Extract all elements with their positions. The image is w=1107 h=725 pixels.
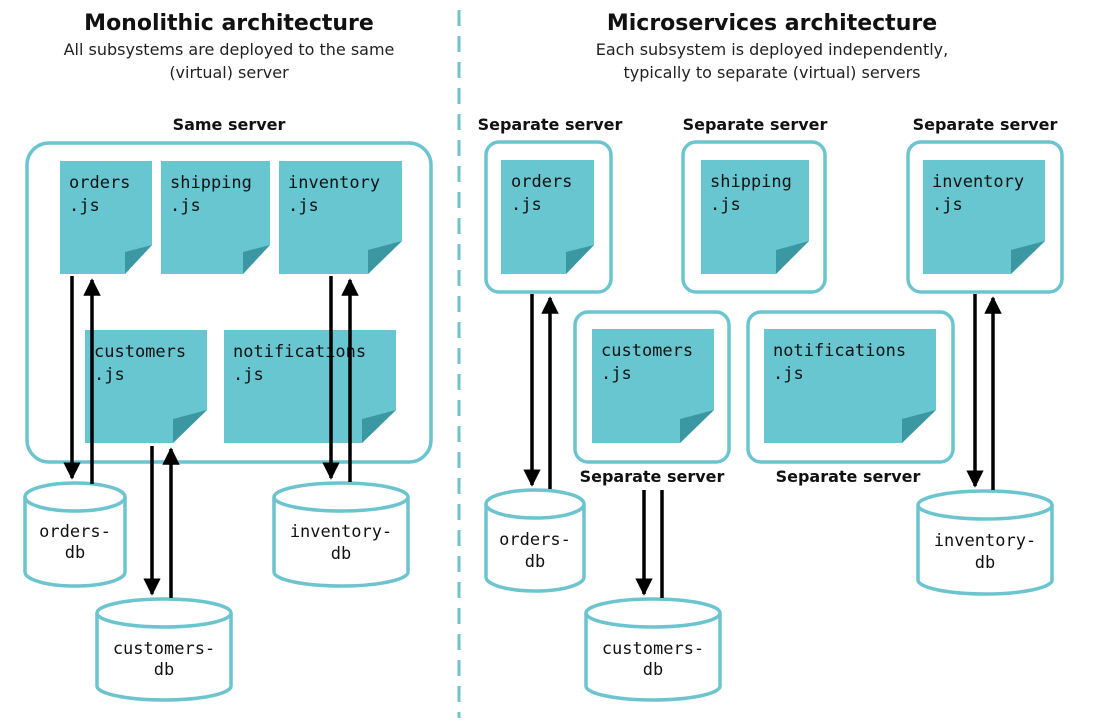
separate-server-label: Separate server xyxy=(478,115,623,134)
file-label-line1: shipping xyxy=(170,173,252,193)
db-label-line1: inventory- xyxy=(934,531,1036,551)
file-label-line2: .js xyxy=(773,364,804,384)
db-label-line2: db xyxy=(331,544,351,564)
db-label-line1: inventory- xyxy=(290,522,392,542)
file-label-line2: .js xyxy=(170,196,201,216)
micro-file-inventory: inventory .js xyxy=(923,160,1045,274)
mono-file-shipping: shipping .js xyxy=(161,161,270,274)
separate-server-label: Separate server xyxy=(913,115,1058,134)
db-label-line2: db xyxy=(975,553,995,573)
db-label-line2: db xyxy=(65,543,85,563)
micro-file-notifications: notifications .js xyxy=(764,329,936,443)
db-label-line1: customers- xyxy=(602,639,704,659)
microservices-subtitle-line2: typically to separate (virtual) servers xyxy=(624,63,921,82)
file-label-line2: .js xyxy=(233,365,264,385)
file-label-line1: inventory xyxy=(288,173,380,193)
separate-server-label: Separate server xyxy=(683,115,828,134)
micro-file-customers: customers .js xyxy=(592,329,714,443)
mono-file-notifications: notifications .js xyxy=(224,330,396,443)
customers-server-box xyxy=(573,310,731,464)
microservices-section: Microservices architecture Each subsyste… xyxy=(478,11,1064,702)
microservices-title: Microservices architecture xyxy=(607,11,937,36)
separate-server-label: Separate server xyxy=(580,467,725,486)
file-label-line1: customers xyxy=(94,342,186,362)
file-label-line1: orders xyxy=(511,172,572,192)
notifications-server-box xyxy=(746,310,955,464)
mono-file-orders: orders .js xyxy=(60,161,152,274)
shipping-server-box xyxy=(681,140,827,294)
file-label-line2: .js xyxy=(288,196,319,216)
monolithic-subtitle-line1: All subsystems are deployed to the same xyxy=(64,40,395,59)
file-label-line1: customers xyxy=(601,341,693,361)
file-label-line1: orders xyxy=(69,173,130,193)
db-label-line1: orders- xyxy=(499,530,571,550)
file-label-line2: .js xyxy=(511,195,542,215)
monolithic-title: Monolithic architecture xyxy=(84,11,374,36)
monolithic-subtitle-line2: (virtual) server xyxy=(169,63,289,82)
separate-server-label: Separate server xyxy=(776,467,921,486)
orders-server-box xyxy=(484,140,613,294)
same-server-box xyxy=(25,141,433,464)
micro-file-orders: orders .js xyxy=(501,160,594,274)
file-label-line1: shipping xyxy=(710,172,792,192)
file-label-line2: .js xyxy=(94,365,125,385)
db-label-line1: orders- xyxy=(39,522,111,542)
mono-db-orders: orders- db xyxy=(23,481,127,588)
mono-file-customers: customers .js xyxy=(85,330,207,443)
micro-db-customers: customers- db xyxy=(584,597,722,702)
db-label-line2: db xyxy=(525,552,545,572)
db-label-line2: db xyxy=(643,660,663,680)
monolithic-section: Monolithic architecture All subsystems a… xyxy=(23,11,433,702)
micro-db-orders: orders- db xyxy=(484,488,586,593)
file-label-line2: .js xyxy=(601,364,632,384)
file-label-line1: notifications xyxy=(233,342,366,362)
microservices-subtitle-line1: Each subsystem is deployed independently… xyxy=(596,40,948,59)
db-label-line1: customers- xyxy=(113,639,215,659)
file-label-line2: .js xyxy=(932,195,963,215)
file-label-line1: inventory xyxy=(932,172,1024,192)
mono-db-customers: customers- db xyxy=(95,597,233,702)
micro-file-shipping: shipping .js xyxy=(701,160,809,274)
db-label-line2: db xyxy=(154,660,174,680)
mono-db-inventory: inventory- db xyxy=(272,481,410,588)
file-label-line2: .js xyxy=(69,196,100,216)
file-label-line1: notifications xyxy=(773,341,906,361)
mono-file-inventory: inventory .js xyxy=(279,161,402,274)
same-server-label: Same server xyxy=(173,115,286,134)
micro-db-inventory: inventory- db xyxy=(916,489,1054,596)
file-label-line2: .js xyxy=(710,195,741,215)
inventory-server-box xyxy=(906,140,1064,294)
